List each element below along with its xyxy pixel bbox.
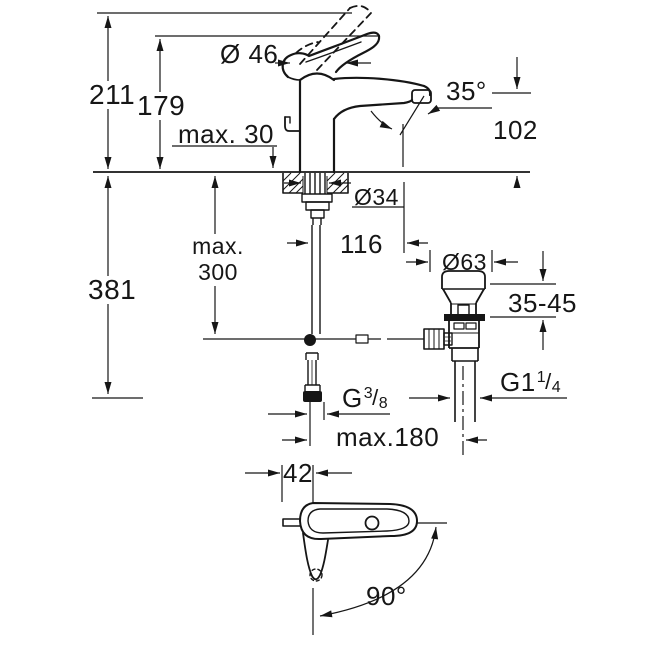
hose-length-max-dim: max. 300 [185, 233, 251, 286]
waste-thread-base: G1 [500, 367, 536, 397]
handle-offset-dim: 42 [283, 458, 313, 488]
rod-reach-max-dim: max.180 [336, 422, 440, 452]
handle-diameter-dim: Ø 46 [220, 39, 279, 69]
dimension-arrows [245, 57, 567, 477]
under-counter-depth-dim: 381 [85, 276, 140, 304]
supply-thread-dim: G3/8 [342, 383, 389, 413]
supply-thread-numerator: 3 [363, 385, 374, 402]
spout-height-dim: 102 [493, 115, 538, 145]
hose-max-line1: max. [192, 233, 244, 259]
waste-thread-slash: / [545, 369, 552, 394]
supply-thread-denominator: 8 [378, 395, 389, 412]
waste-flange-diameter-dim: Ø63 [442, 249, 487, 275]
under-deck-assembly [282, 172, 369, 402]
deck-hatching [282, 172, 349, 194]
overall-height-dim: 211 [86, 81, 139, 109]
body-height-dim: 179 [134, 92, 189, 120]
handle-top-view [282, 502, 418, 582]
supply-thread-slash: / [372, 385, 379, 410]
hole-diameter-dim: Ø34 [354, 184, 399, 210]
lever-raised-dashed [295, 4, 372, 71]
deck-thickness-max-dim: max. 30 [178, 119, 274, 149]
waste-thread-denominator: 4 [551, 379, 562, 396]
faucet-side-view [281, 4, 432, 174]
clamping-range-dim: 35-45 [508, 288, 577, 318]
supply-thread-base: G [342, 383, 363, 413]
drain-waste-assembly [423, 270, 486, 422]
hose-max-line2: 300 [198, 258, 238, 285]
spout-projection-dim: 116 [340, 229, 383, 259]
waste-thread-dim: G11/4 [500, 367, 562, 397]
spout-angle-dim: 35° [446, 76, 487, 106]
waste-thread-numerator: 1 [536, 369, 547, 386]
handle-swivel-angle-dim: 90° [366, 581, 407, 611]
